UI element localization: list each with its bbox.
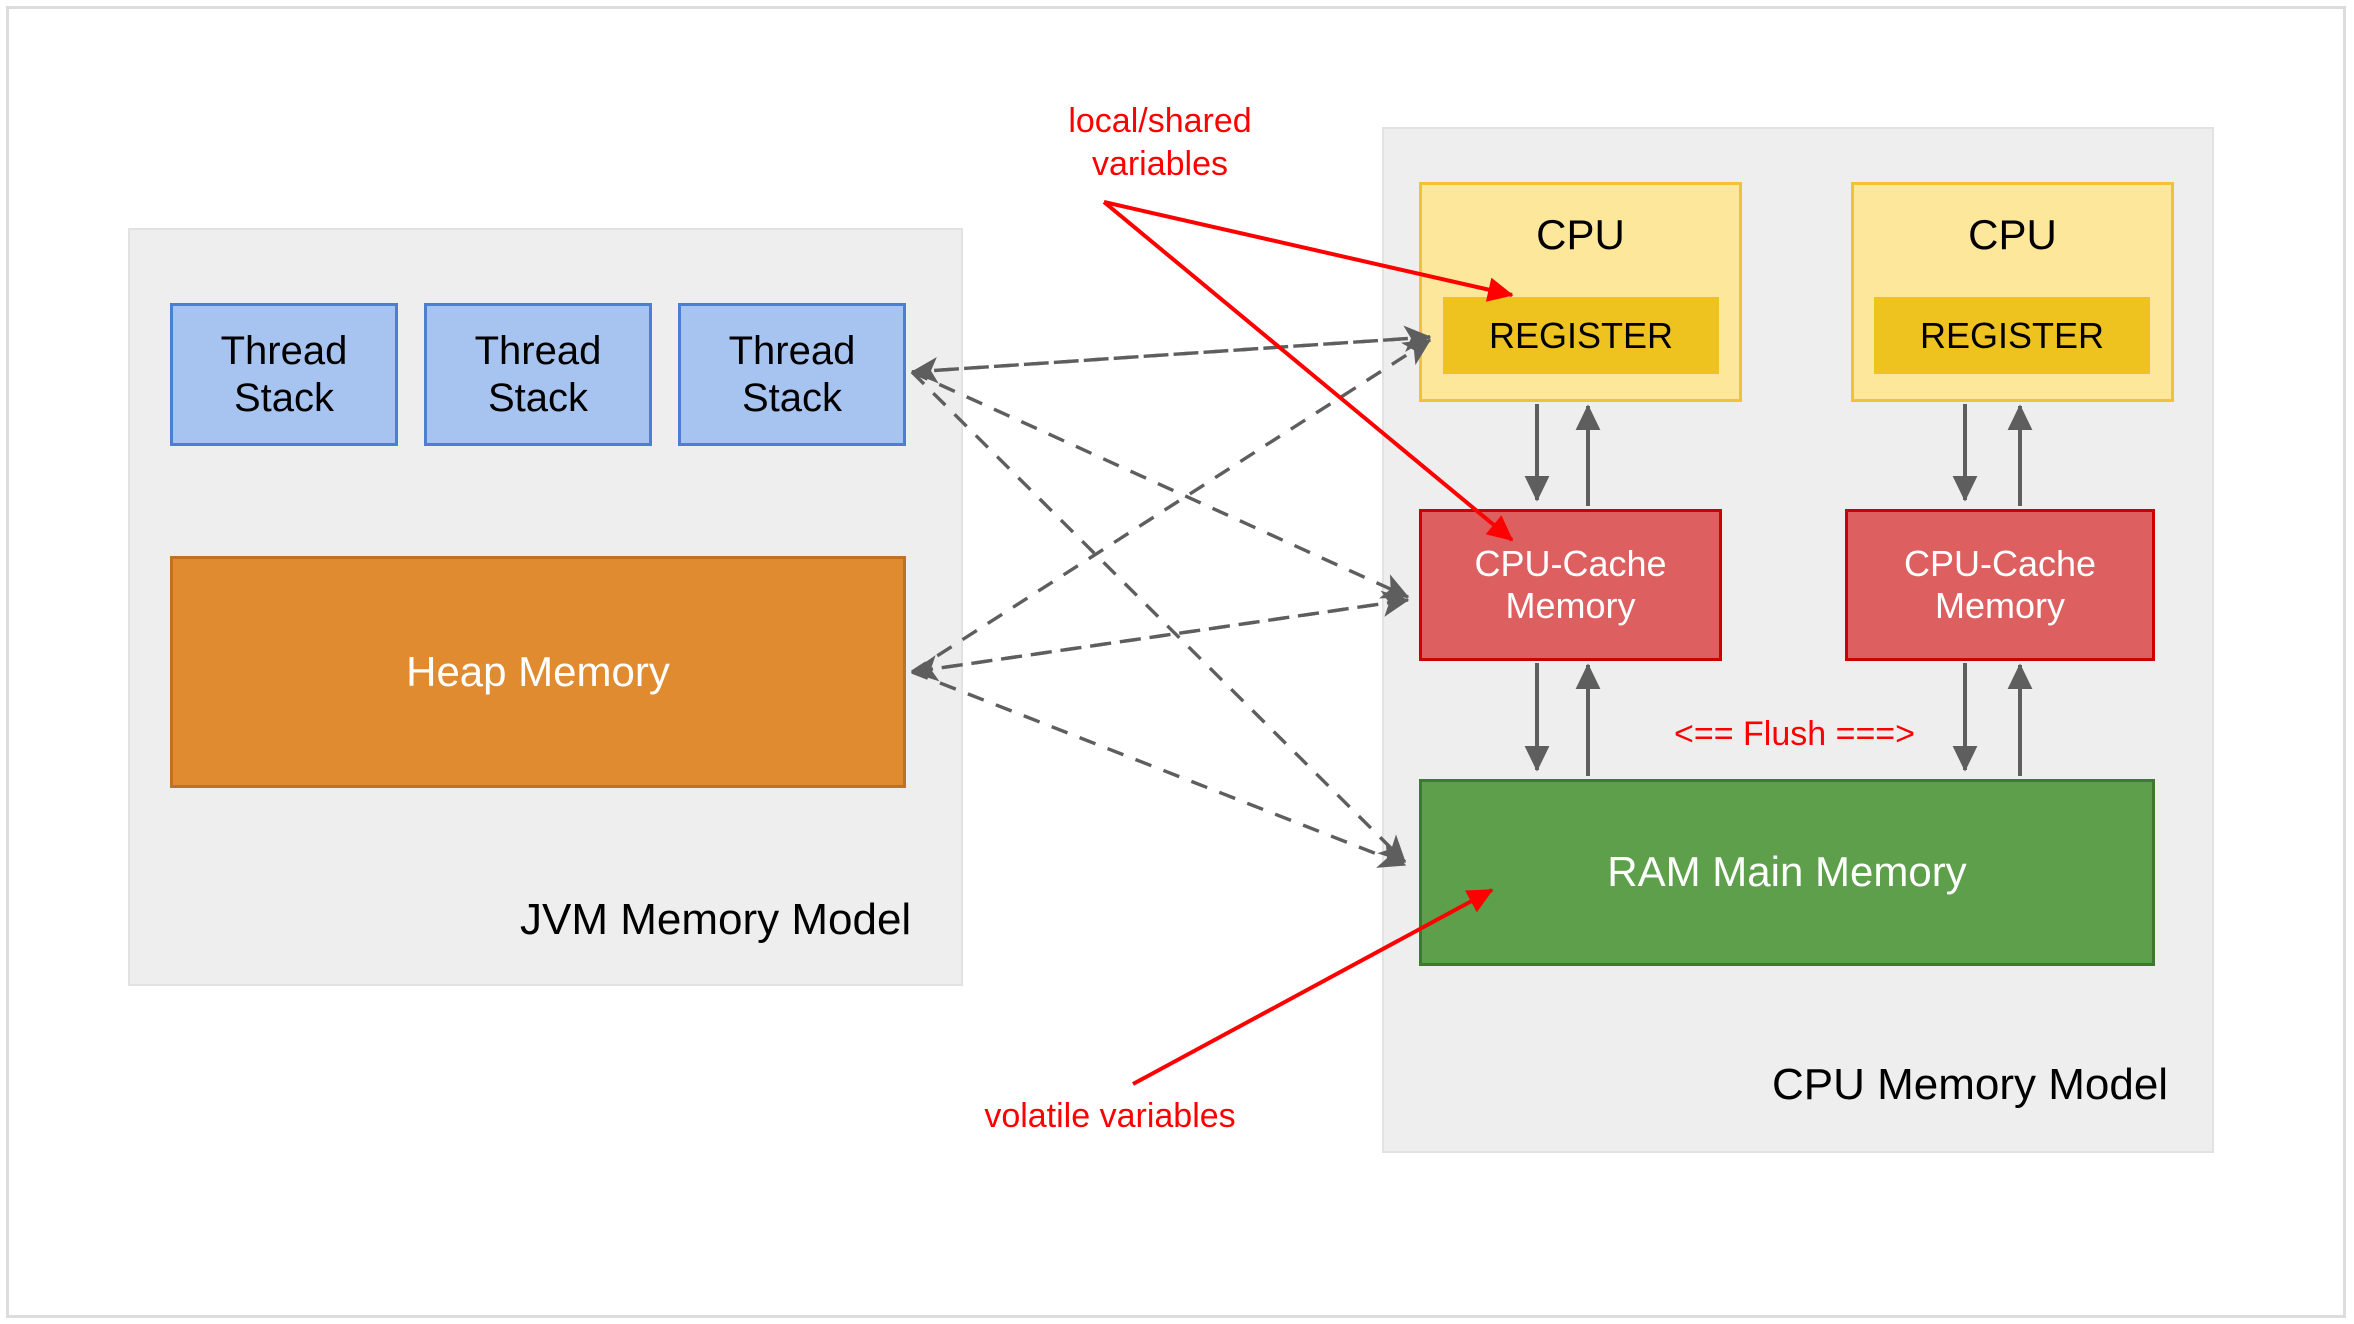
ram-main-memory-box[interactable]: RAM Main Memory <box>1419 779 2155 966</box>
connector-thread-to-register <box>911 325 1432 374</box>
connector-register-to-thread <box>910 335 1431 384</box>
connector-heap-to-register <box>911 338 1432 674</box>
connector-heap-to-cache <box>911 590 1410 674</box>
connector-thread-to-ram <box>910 370 1407 864</box>
connector-thread-to-cache <box>911 370 1410 599</box>
register-box-1[interactable]: REGISTER <box>1443 297 1719 374</box>
cpu-panel-title: CPU Memory Model <box>1772 1060 2169 1109</box>
cpu-cache-memory-box-2[interactable]: CPU-Cache Memory <box>1845 509 2155 661</box>
local-shared-variables-label: local/shared variables <box>1068 102 1252 183</box>
connector-heap-to-ram <box>911 670 1407 868</box>
dashed-connectors-reverse <box>910 335 1431 682</box>
heap-memory-box[interactable]: Heap Memory <box>170 556 906 788</box>
dashed-connectors <box>910 325 1432 868</box>
cpu-cache-memory-box-1[interactable]: CPU-Cache Memory <box>1419 509 1722 661</box>
volatile-variables-label: volatile variables <box>984 1097 1236 1135</box>
thread-stack-box-2[interactable]: Thread Stack <box>424 303 652 446</box>
thread-stack-box-1[interactable]: Thread Stack <box>170 303 398 446</box>
jvm-panel-title: JVM Memory Model <box>520 895 912 944</box>
register-box-2[interactable]: REGISTER <box>1874 297 2150 374</box>
thread-stack-box-3[interactable]: Thread Stack <box>678 303 906 446</box>
connector-cache-to-heap <box>910 598 1409 682</box>
flush-label: <== Flush ===> <box>1674 715 1916 753</box>
